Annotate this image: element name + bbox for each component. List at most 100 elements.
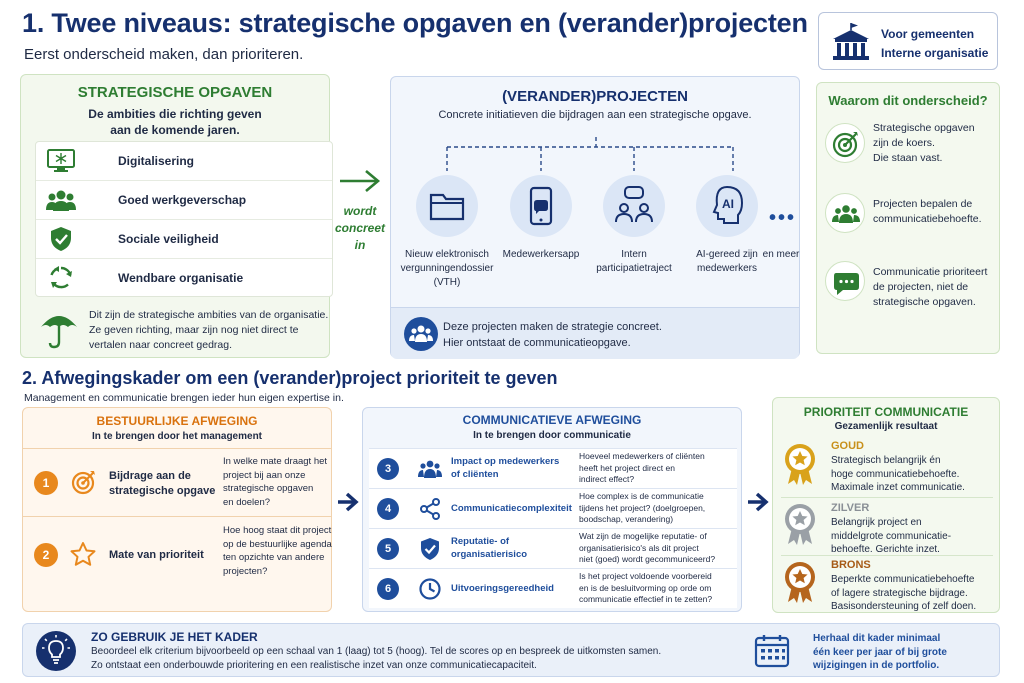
badge-line-2: Interne organisatie [881,46,989,60]
projects-footer: Deze projecten maken de strategie concre… [391,307,799,359]
project-label-line: Intern [621,249,647,260]
criterion-title-line: Mate van prioriteit [109,549,204,561]
project-icon-circle [603,175,665,237]
assessment-row: 3 Impact op medewerkers of cliënten Hoev… [369,448,737,488]
management-assessment-panel: BESTUURLIJKE AFWEGING In te brengen door… [22,407,332,612]
criterion-description: Hoe hoog staat dit project op de bestuur… [223,524,333,578]
arrow-right-icon [340,170,381,192]
criterion-desc-line: heeft het project direct en [579,462,675,473]
strategic-goals-list: Digitalisering Goed werkgeverschap Socia… [35,141,333,297]
shield-check-icon [51,227,71,251]
criterion-desc-line: Hoe complex is de communicatie [579,491,704,501]
note-line-1: Dit zijn de strategische ambities van de… [89,309,329,321]
criterion-title-line: Bijdrage aan de [109,470,191,482]
projects-title: (VERANDER)PROJECTEN [502,88,688,105]
criterion-desc-line: strategische opgaven [223,483,314,494]
list-item: Wendbare organisatie [36,259,332,298]
project-connector-lines [446,137,734,171]
badge-line-1: Voor gemeenten [881,27,975,41]
criterion-number: 6 [377,578,399,600]
strategic-item-label: Goed werkgeverschap [118,193,247,207]
priority-desc-line: middelgrote communicatie- [831,530,952,542]
criterion-description: In welke mate draagt het project bij aan… [223,455,333,509]
why-text: Projecten bepalen de communicatiebehoeft… [873,197,997,227]
city-hall-icon [833,23,869,60]
why-icon-circle [825,261,865,301]
priority-level-name: GOUD [831,440,864,452]
assessment-row: 2 Mate van prioriteit Hoe hoog staat dit… [23,516,333,584]
strategic-item-label: Wendbare organisatie [118,271,244,285]
criterion-title: Reputatie- of organisatierisico [451,535,561,561]
criterion-desc-line: Wat zijn de mogelijke reputatie- of [579,531,707,541]
list-item: Digitalisering [36,142,332,181]
communication-assessment-title: COMMUNICATIEVE AFWEGING [462,413,642,427]
criterion-title-line: of cliënten [451,469,499,480]
divider [781,555,993,556]
why-text-line: de projecten, niet de [873,281,969,293]
criterion-desc-line: projecten? [223,565,268,577]
gold-medal-icon [785,444,815,485]
criterion-desc-line: communicatie effectief in te zetten? [579,594,713,604]
why-text-line: Die staan vast. [873,152,943,164]
project-icon-circle [510,175,572,237]
connector-line-3: in [354,238,366,252]
list-item: Goed werkgeverschap [36,181,332,220]
list-item: Sociale veiligheid [36,220,332,259]
section-2-title: 2. Afwegingskader om een (verander)proje… [22,368,558,388]
footer-line-2: Hier ontstaat de communicatieopgave. [443,337,631,349]
priority-desc-line: of lagere strategische bijdrage. [831,587,968,599]
criterion-desc-line: ten opzichte van andere [223,552,325,563]
connector-line-2: concreet [334,221,386,235]
people-icon [832,205,860,223]
criterion-title-line: strategische opgave [109,485,216,497]
project-label-line: participatietraject [596,263,672,274]
criterion-desc-line: en doelen? [223,496,271,508]
criterion-desc-line: Hoeveel medewerkers of cliënten [579,451,705,461]
criterion-title: Uitvoeringsgereedheid [451,582,561,595]
priority-desc-line: Basisondersteuning of zelf doen. [831,601,977,612]
priority-level-description: Strategisch belangrijk én hoge communica… [831,454,999,495]
share-icon [420,498,440,520]
projects-subtitle: Concrete initiatieven die bijdragen aan … [438,109,752,121]
why-text-line: Strategische opgaven [873,122,975,134]
why-text-line: Communicatie prioriteert [873,266,988,278]
strategic-subtitle-line-1: De ambities die richting geven [88,107,262,121]
criterion-number: 5 [377,538,399,560]
communication-assessment-panel: COMMUNICATIEVE AFWEGING In te brengen do… [362,407,742,612]
strategic-note: Dit zijn de strategische ambities van de… [89,308,329,353]
criterion-title-line: Impact op medewerkers [451,456,560,467]
smartphone-icon [529,186,553,226]
why-text: Communicatie prioriteert de projecten, n… [873,265,997,310]
assessment-row: 1 Bijdrage aan de strategische opgave In… [23,448,331,516]
project-icon-circle: AI [696,175,758,237]
priority-level-name: ZILVER [831,502,870,514]
criterion-title-line: Reputatie- of [451,536,510,547]
strategic-subtitle-line-2: aan de komende jaren. [110,123,240,137]
criterion-desc-line: niet (goed) wordt gecommuniceerd? [579,554,716,564]
page-subtitle: Eerst onderscheid maken, dan prioriteren… [24,46,304,63]
criterion-desc-line: en is de besluitvorming op orde om [579,582,712,593]
project-label: Medewerkersapp [497,248,585,262]
priority-desc-line: Maximale inzet communicatie. [831,482,965,493]
recycle-icon [50,266,72,289]
clock-icon [419,578,441,600]
criterion-title: Mate van prioriteit [109,548,204,563]
criterion-desc-line: boodschap, verandering) [579,514,674,524]
more-dots: ••• [769,207,797,229]
priority-level-description: Beperkte communicatiebehoefte of lagere … [831,573,999,614]
conversation-icon [615,186,653,223]
usage-title: ZO GEBRUIK JE HET KADER [91,630,258,644]
why-distinction-panel: Waarom dit onderscheid? Strategische opg… [816,82,1000,354]
umbrella-icon [41,316,77,349]
svg-text:AI: AI [722,197,734,211]
usage-footer: ZO GEBRUIK JE HET KADER Beoordeel elk cr… [22,623,1000,677]
criterion-desc-line: project bij aan onze [223,469,306,481]
people-icon [46,190,76,211]
project-label-line: Nieuw elektronisch [405,249,489,260]
arrow-right-icon [338,492,359,512]
repeat-note-line: Herhaal dit kader minimaal [813,633,941,644]
strategic-goals-title: STRATEGISCHE OPGAVEN [77,84,273,101]
communication-assessment-subtitle: In te brengen door communicatie [473,430,631,441]
target-icon [832,132,858,158]
criterion-title-line: organisatierisico [451,549,528,560]
